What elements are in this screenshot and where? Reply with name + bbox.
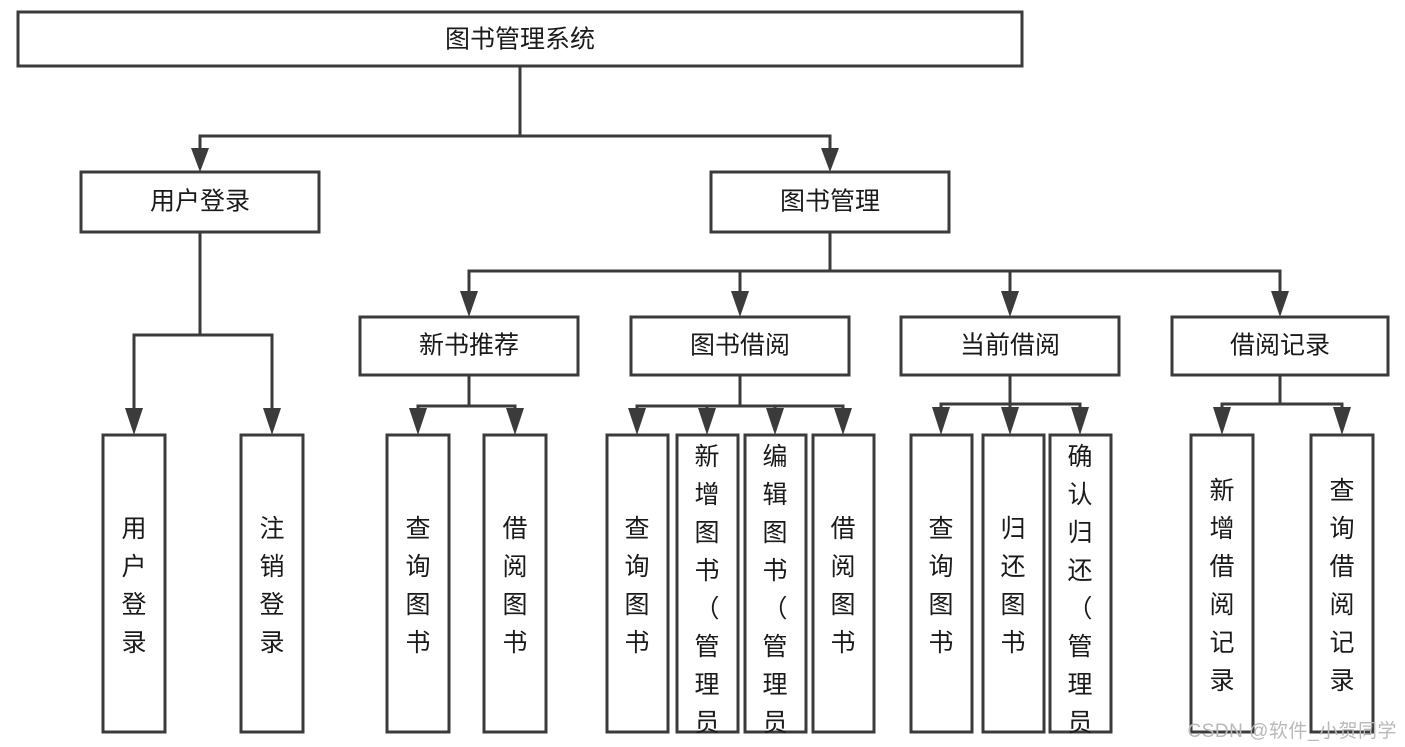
leaf-node-return-book-label: 归还图书 — [1000, 515, 1025, 657]
leaf-node-query-book-newbook[interactable]: 查询图书 — [385, 433, 451, 734]
arrowhead-current-borrow — [1001, 291, 1019, 317]
leaf-node-query-book-newbook-box — [385, 433, 451, 734]
arrowhead-leaf-logout — [263, 408, 281, 435]
leaf-node-edit-book-admin[interactable]: 编辑图书（管理员） — [743, 433, 808, 747]
leaf-node-add-borrow-record[interactable]: 新增借阅记录 — [1189, 433, 1255, 734]
node-user-login[interactable]: 用户登录 — [79, 170, 321, 234]
leaf-node-query-borrow-record[interactable]: 查询借阅记录 — [1309, 433, 1375, 734]
arrowhead-leaf-add-record — [1213, 407, 1231, 435]
leaf-node-borrow-book-newbook[interactable]: 借阅图书 — [482, 433, 548, 734]
arrowhead-leaf-query-book-2 — [628, 408, 646, 435]
node-root-book-management-system[interactable]: 图书管理系统 — [16, 10, 1024, 68]
leaf-node-user-login-label: 用户登录 — [121, 515, 146, 657]
leaf-node-query-book-borrowing-label: 查询图书 — [624, 515, 649, 657]
leaf-node-add-borrow-record-box — [1189, 433, 1255, 734]
arrowhead-leaf-query-book-3 — [932, 407, 950, 435]
node-current-borrowing-label: 当前借阅 — [960, 332, 1060, 360]
leaf-node-query-borrow-record-label: 查询借阅记录 — [1329, 477, 1354, 695]
leaf-node-borrow-book-newbook-box — [482, 433, 548, 734]
leaf-node-return-book-box — [981, 433, 1046, 734]
arrowhead-leaf-user-login — [125, 408, 143, 435]
leaf-node-edit-book-admin-box — [743, 433, 808, 734]
leaf-node-query-borrow-record-box — [1309, 433, 1375, 734]
leaf-node-add-book-admin-box — [675, 433, 740, 734]
node-borrowing-record[interactable]: 借阅记录 — [1170, 315, 1390, 377]
leaf-node-logout-label: 注销登录 — [259, 515, 284, 657]
leaf-node-user-login-box — [101, 433, 167, 734]
leaf-node-query-book-borrowing-box — [605, 433, 670, 734]
node-user-login-box — [79, 170, 321, 234]
connector-layer — [125, 64, 1351, 435]
arrowhead-leaf-query-book-1 — [409, 408, 427, 435]
leaf-node-add-book-admin-label: 新增图书（管理员） — [694, 443, 719, 747]
leaf-node-confirm-return-admin-box — [1048, 433, 1113, 734]
leaf-node-confirm-return-admin-label: 确认归还（管理员） — [1067, 443, 1092, 747]
node-root-box — [16, 10, 1024, 68]
arrowhead-book-mgmt — [821, 148, 839, 172]
arrowhead-leaf-add-book — [698, 408, 716, 435]
leaf-node-edit-book-admin-label: 编辑图书（管理员） — [762, 443, 787, 747]
node-book-management-label: 图书管理 — [780, 188, 880, 216]
node-current-borrowing[interactable]: 当前借阅 — [899, 315, 1121, 377]
node-book-borrowing-label: 图书借阅 — [690, 332, 790, 360]
leaf-node-borrow-book-borrowing[interactable]: 借阅图书 — [811, 433, 876, 734]
leaf-node-borrow-book-newbook-label: 借阅图书 — [502, 515, 527, 657]
arrowhead-leaf-borrow-book-2 — [834, 408, 852, 435]
arrowhead-user-login — [191, 148, 209, 172]
node-new-book-recommendation[interactable]: 新书推荐 — [358, 315, 580, 377]
arrowhead-leaf-edit-book — [766, 408, 784, 435]
leaf-node-user-login[interactable]: 用户登录 — [101, 433, 167, 734]
node-new-book-recommendation-box — [358, 315, 580, 377]
node-borrowing-record-label: 借阅记录 — [1230, 332, 1330, 360]
node-book-borrowing[interactable]: 图书借阅 — [629, 315, 851, 377]
leaf-node-query-book-current-box — [909, 433, 974, 734]
leaf-node-return-book[interactable]: 归还图书 — [981, 433, 1046, 734]
node-new-book-recommendation-label: 新书推荐 — [419, 332, 519, 360]
node-current-borrowing-box — [899, 315, 1121, 377]
node-user-login-label: 用户登录 — [150, 188, 250, 216]
arrowhead-leaf-return-book — [1001, 407, 1019, 435]
leaf-node-logout-box — [239, 433, 305, 734]
leaf-node-borrow-book-borrowing-box — [811, 433, 876, 734]
arrowhead-book-borrow — [731, 291, 749, 317]
leaf-node-logout[interactable]: 注销登录 — [239, 433, 305, 734]
leaf-node-query-book-newbook-label: 查询图书 — [405, 515, 430, 657]
arrowhead-leaf-borrow-book-1 — [506, 408, 524, 435]
node-book-management[interactable]: 图书管理 — [709, 170, 951, 234]
leaf-node-query-book-current[interactable]: 查询图书 — [909, 433, 974, 734]
node-borrowing-record-box — [1170, 315, 1390, 377]
arrowhead-borrow-record — [1271, 291, 1289, 317]
leaf-node-confirm-return-admin[interactable]: 确认归还（管理员） — [1048, 433, 1113, 747]
leaf-node-query-book-borrowing[interactable]: 查询图书 — [605, 433, 670, 734]
leaf-node-add-book-admin[interactable]: 新增图书（管理员） — [675, 433, 740, 747]
arrowhead-leaf-confirm-return — [1071, 407, 1089, 435]
leaf-node-borrow-book-borrowing-label: 借阅图书 — [830, 515, 855, 657]
leaf-node-add-borrow-record-label: 新增借阅记录 — [1209, 477, 1234, 695]
node-book-management-box — [709, 170, 951, 234]
node-book-borrowing-box — [629, 315, 851, 377]
arrowhead-leaf-query-record — [1333, 407, 1351, 435]
leaf-node-query-book-current-label: 查询图书 — [928, 515, 953, 657]
node-root-label: 图书管理系统 — [445, 26, 595, 54]
arrowhead-new-book-rec — [460, 291, 478, 317]
